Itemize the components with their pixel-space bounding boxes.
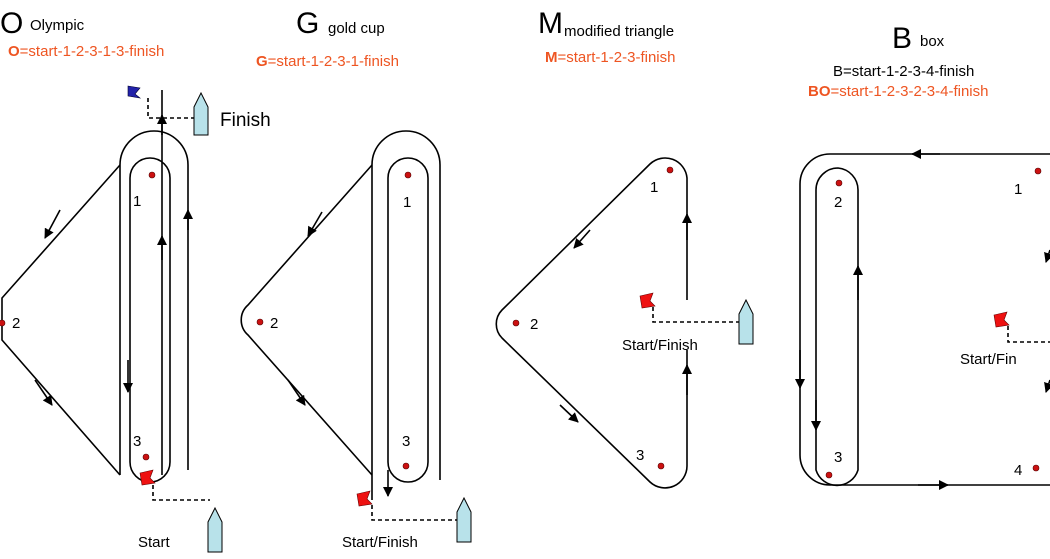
box-formula-1-code: B [833, 63, 843, 80]
goldcup-formula: G=start-1-2-3-1-finish [256, 53, 399, 70]
box-formula-2: BO=start-1-2-3-2-3-4-finish [808, 83, 988, 100]
modified-triangle [495, 157, 688, 489]
box-formula-2-rest: =start-1-2-3-2-3-4-finish [831, 83, 989, 100]
box-outer-loop [799, 153, 1050, 486]
modified-committee-boat [738, 298, 754, 345]
box-mark-label: 1 [1014, 181, 1022, 198]
box-letter: B [892, 22, 912, 55]
modified-arrow [573, 229, 591, 249]
goldcup-start-label: Start/Finish [342, 534, 418, 551]
olympic-arrow [34, 379, 53, 406]
modified-mark-label: 3 [636, 447, 644, 464]
goldcup-name: gold cup [328, 20, 385, 37]
olympic-buoy-2 [0, 319, 6, 327]
modified-letter: M [538, 7, 563, 40]
goldcup-mark-label: 3 [402, 433, 410, 450]
modified-mark-label: 1 [650, 179, 658, 196]
olympic-finish-committee-boat [193, 91, 209, 136]
modified-arrow [559, 404, 579, 423]
olympic-mark-label: 2 [12, 315, 20, 332]
olympic-mark-label: 3 [133, 433, 141, 450]
goldcup-course: G gold cup G=start-1-2-3-1-finish 1 2 3 … [240, 7, 472, 551]
goldcup-formula-rest: =start-1-2-3-1-finish [268, 53, 399, 70]
box-buoy-4 [1032, 464, 1040, 472]
box-formula-1: B=start-1-2-3-4-finish [833, 63, 974, 80]
goldcup-letter: G [296, 7, 319, 40]
box-start-line [1007, 326, 1050, 343]
olympic-finish-flag [127, 85, 142, 99]
box-mark-label: 3 [834, 449, 842, 466]
modified-formula: M=start-1-2-3-finish [545, 49, 675, 66]
goldcup-start-flag [356, 490, 373, 507]
modified-buoy-3 [657, 462, 665, 470]
olympic-buoy-1 [148, 171, 156, 179]
olympic-course: O Olympic O=start-1-2-3-1-3-finish 1 2 3… [0, 7, 271, 553]
box-buoy-3 [825, 471, 833, 479]
modified-start-flag [639, 292, 656, 309]
box-buoy-2 [835, 179, 843, 187]
olympic-formula: O=start-1-2-3-1-3-finish [8, 43, 164, 60]
goldcup-arrow [287, 379, 306, 406]
box-arrow [1044, 379, 1050, 393]
goldcup-formula-code: G [256, 53, 268, 70]
olympic-buoy-3 [142, 453, 150, 461]
goldcup-committee-boat [456, 496, 472, 543]
modified-formula-rest: =start-1-2-3-finish [558, 49, 676, 66]
modified-start-label: Start/Finish [622, 337, 698, 354]
box-start-flag [993, 311, 1010, 328]
goldcup-outer-loop [371, 130, 441, 500]
box-inner-loop [815, 167, 859, 487]
olympic-mark-label: 1 [133, 193, 141, 210]
goldcup-mark-label: 1 [403, 194, 411, 211]
box-buoy-1 [1034, 167, 1042, 175]
goldcup-triangle-leg [240, 164, 373, 476]
olympic-outer-loop [119, 130, 189, 475]
goldcup-start-line [371, 505, 458, 521]
goldcup-mark-label: 2 [270, 315, 278, 332]
box-mark-label: 4 [1014, 462, 1022, 479]
modified-mark-label: 2 [530, 316, 538, 333]
modified-buoy-1 [666, 166, 674, 174]
olympic-finish-line [147, 98, 195, 119]
goldcup-inner-loop [387, 157, 429, 483]
olympic-triangle-leg [1, 164, 121, 476]
modified-name: modified triangle [564, 23, 674, 40]
box-start-label: Start/Fin [960, 351, 1017, 368]
box-course: B box B=start-1-2-3-4-finish BO=start-1-… [795, 22, 1050, 490]
goldcup-buoy-1 [404, 171, 412, 179]
box-mark-label: 2 [834, 194, 842, 211]
goldcup-buoy-2 [256, 318, 264, 326]
box-name: box [920, 33, 945, 50]
olympic-start-line [152, 485, 210, 501]
modified-formula-code: M [545, 49, 558, 66]
olympic-formula-code: O [8, 43, 20, 60]
box-arrow [1044, 249, 1050, 263]
olympic-finish-label: Finish [220, 110, 271, 131]
olympic-formula-rest: =start-1-2-3-1-3-finish [20, 43, 165, 60]
box-formula-1-rest: =start-1-2-3-4-finish [843, 63, 974, 80]
olympic-start-flag [139, 469, 156, 486]
modified-course: M modified triangle M=start-1-2-3-finish… [495, 7, 754, 489]
olympic-start-label: Start [138, 534, 171, 551]
olympic-name: Olympic [30, 17, 85, 34]
goldcup-buoy-3 [402, 462, 410, 470]
olympic-inner-loop [129, 157, 171, 483]
olympic-letter: O [0, 7, 23, 40]
modified-start-line [652, 307, 740, 323]
modified-buoy-2 [512, 319, 520, 327]
box-formula-2-code: BO [808, 83, 831, 100]
olympic-arrow [44, 209, 61, 239]
goldcup-arrow [307, 211, 323, 237]
olympic-start-committee-boat [207, 506, 223, 553]
